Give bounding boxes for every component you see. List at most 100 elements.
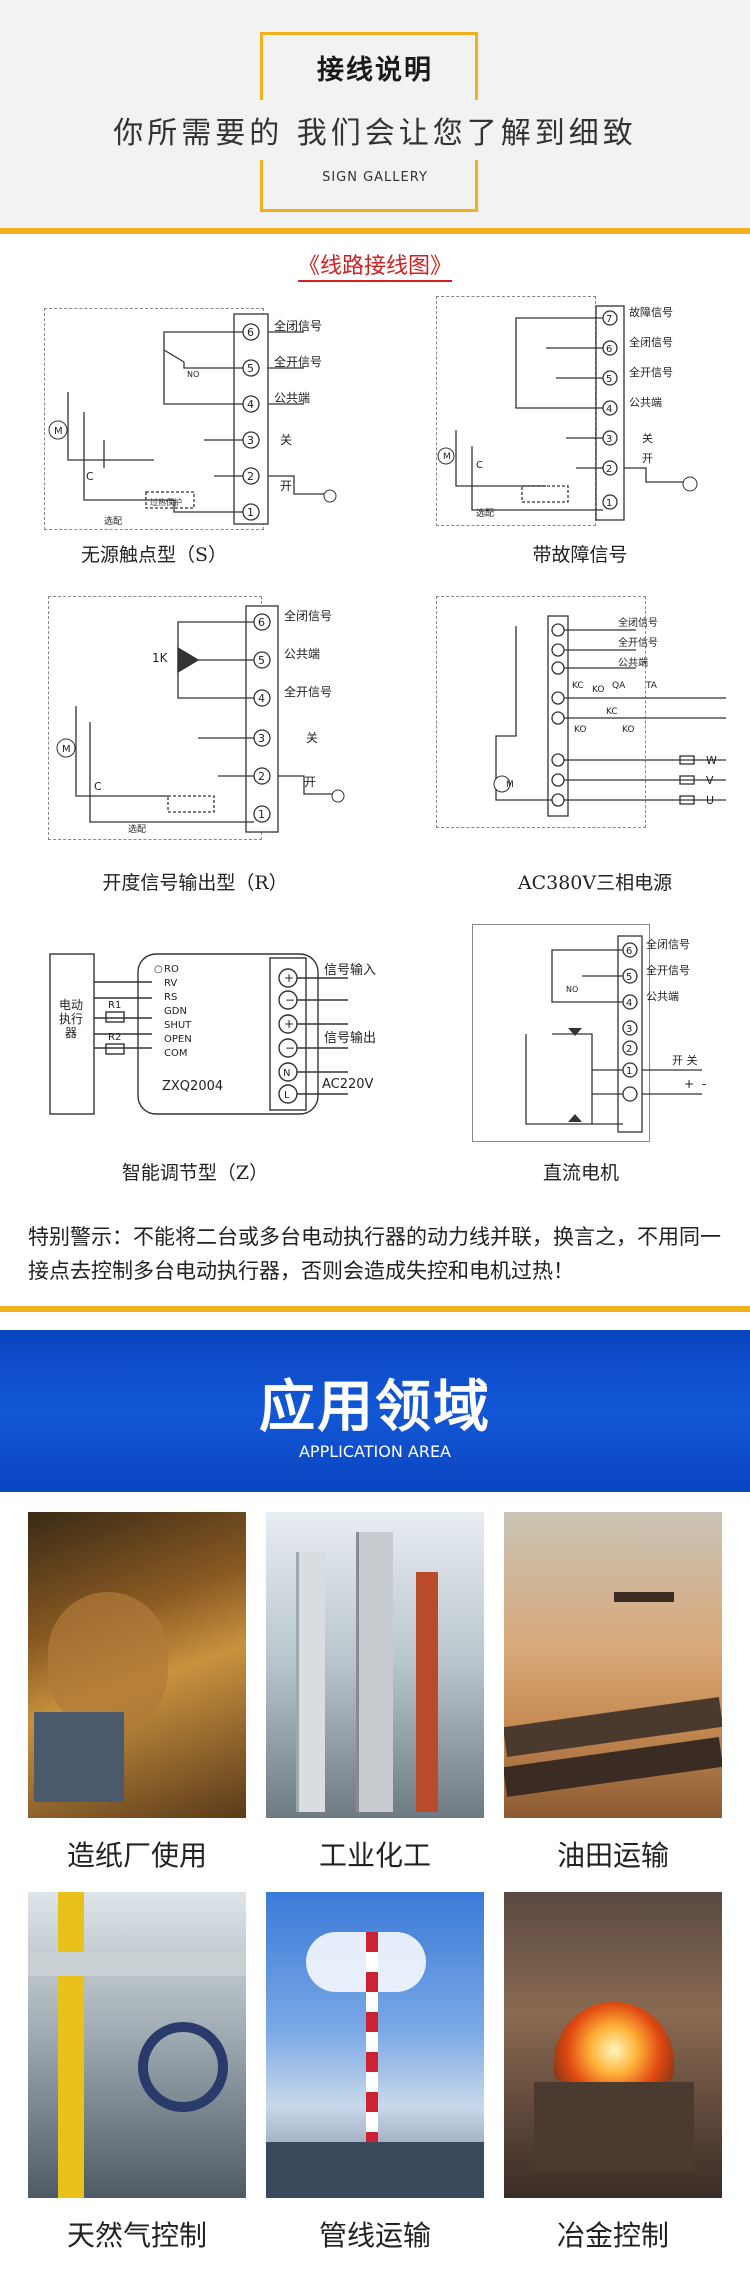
label-paper-mill: 造纸厂使用	[66, 1839, 207, 1872]
svg-text:1: 1	[258, 808, 265, 821]
diagram-s-type-label: 无源触点型（S）	[80, 544, 228, 566]
svg-text:选配: 选配	[104, 515, 122, 527]
svg-text:4: 4	[626, 998, 632, 1009]
svg-text:全闭信号: 全闭信号	[629, 335, 673, 349]
svg-text:○: ○	[154, 964, 163, 975]
svg-text:OPEN: OPEN	[164, 1034, 192, 1045]
svg-text:3: 3	[606, 434, 612, 445]
label-oilfield: 油田运输	[556, 1839, 669, 1872]
photo-chemical-industry	[266, 1512, 484, 1818]
svg-text:W: W	[706, 754, 717, 767]
svg-text:全开信号: 全开信号	[618, 636, 658, 649]
diagram-dc-motor-label: 直流电机	[542, 1162, 619, 1184]
application-title: 应用领域	[259, 1375, 491, 1440]
svg-text:开: 开	[642, 452, 653, 465]
diagram-fault-signal-label: 带故障信号	[532, 544, 628, 566]
accent-divider	[0, 228, 750, 234]
svg-text:M: M	[443, 452, 451, 462]
svg-text:2: 2	[626, 1044, 632, 1055]
label-pipeline: 管线运输	[318, 2219, 431, 2252]
svg-text:ZXQ2004: ZXQ2004	[162, 1079, 223, 1094]
svg-text:全闭信号: 全闭信号	[618, 616, 658, 629]
svg-text:R2: R2	[108, 1032, 121, 1043]
svg-text:M: M	[54, 426, 63, 437]
svg-text:+: +	[284, 971, 294, 985]
svg-text:全开信号: 全开信号	[629, 365, 673, 379]
svg-text:全开信号: 全开信号	[646, 963, 690, 977]
svg-text:信号输出: 信号输出	[324, 1030, 376, 1046]
svg-text:−: −	[285, 993, 295, 1007]
svg-text:6: 6	[626, 946, 632, 957]
svg-text:3: 3	[258, 732, 265, 745]
svg-text:V: V	[706, 774, 714, 787]
diagram-r-type-drawing: 654 321 M C 1K 全闭信号 公共端 全开信号 关 开 选配	[56, 605, 345, 835]
svg-text:公共端: 公共端	[629, 396, 662, 409]
svg-text:4: 4	[258, 692, 265, 705]
svg-text:2: 2	[247, 470, 254, 483]
svg-text:关: 关	[306, 731, 318, 745]
svg-text:−: −	[285, 1041, 295, 1055]
svg-text:M: M	[62, 744, 71, 755]
svg-text:QA: QA	[612, 681, 626, 691]
svg-text:M: M	[506, 780, 514, 790]
svg-text:R1: R1	[108, 1000, 121, 1011]
svg-text:全开信号: 全开信号	[284, 684, 332, 699]
diagram-dc-motor-drawing: 654 321 全闭信号 全开信号 公共端 NO 开 关 + -	[525, 935, 706, 1133]
svg-text:RS: RS	[164, 992, 177, 1003]
svg-text:开: 开	[304, 775, 316, 789]
svg-text:TA: TA	[645, 681, 658, 691]
svg-text:U: U	[706, 794, 714, 807]
svg-text:5: 5	[258, 654, 265, 667]
svg-text:选配: 选配	[128, 823, 146, 835]
svg-text:GDN: GDN	[164, 1006, 187, 1017]
photo-oilfield	[504, 1512, 722, 1818]
diagram-ac380v-label: AC380V三相电源	[517, 872, 673, 894]
svg-text:关: 关	[642, 431, 653, 445]
svg-text:1: 1	[606, 498, 612, 509]
svg-text:7: 7	[606, 314, 612, 325]
svg-text:NO: NO	[566, 985, 578, 994]
svg-text:RO: RO	[164, 964, 179, 975]
svg-text:COM: COM	[164, 1048, 187, 1059]
svg-text:6: 6	[606, 344, 612, 355]
svg-text:全闭信号: 全闭信号	[284, 608, 332, 623]
photo-pipeline	[266, 1892, 484, 2198]
header-gallery-text: SIGN GALLERY	[322, 170, 428, 185]
svg-text:5: 5	[247, 362, 254, 375]
diagram-z-type-label: 智能调节型（Z）	[121, 1162, 269, 1184]
photo-paper-mill	[28, 1512, 246, 1818]
svg-text:关: 关	[280, 433, 292, 447]
svg-text:2: 2	[258, 770, 265, 783]
svg-text:2: 2	[606, 464, 612, 475]
svg-text:KO: KO	[592, 685, 605, 695]
svg-text:SHUT: SHUT	[164, 1020, 192, 1031]
label-chemical-industry: 工业化工	[318, 1839, 431, 1872]
svg-text:开: 开	[280, 479, 292, 493]
svg-text:4: 4	[247, 398, 254, 411]
svg-text:3: 3	[247, 434, 254, 447]
svg-text:RV: RV	[164, 978, 177, 989]
header-title: 接线说明	[317, 55, 433, 86]
svg-text:开 关: 开 关	[672, 1053, 698, 1067]
svg-text:全开信号: 全开信号	[274, 354, 322, 369]
accent-divider-2	[0, 1306, 750, 1312]
header-subtitle: 你所需要的 我们会让您了解到细致	[113, 116, 637, 151]
svg-text:C: C	[86, 470, 94, 483]
svg-text:6: 6	[247, 326, 254, 339]
svg-text:1: 1	[626, 1066, 632, 1077]
svg-text:5: 5	[606, 374, 612, 385]
actuator-label: 电动执行器	[58, 998, 83, 1040]
application-banner	[0, 1330, 750, 1492]
wiring-section-title: 《线路接线图》	[0, 248, 750, 282]
svg-text:信号输入: 信号输入	[324, 962, 376, 978]
svg-text:公共端: 公共端	[284, 647, 320, 661]
diagram-z-type-drawing: ○ RO RV RS GDN SHUT OPEN COM ZXQ2004 R1 …	[49, 953, 376, 1115]
diagram-dc-motor	[472, 924, 650, 1142]
photo-natural-gas	[28, 1892, 246, 2198]
svg-text:C: C	[476, 460, 483, 471]
svg-text:-: -	[702, 1077, 706, 1091]
svg-text:公共端: 公共端	[646, 990, 679, 1003]
svg-text:5: 5	[626, 972, 632, 983]
svg-text:L: L	[284, 1090, 290, 1101]
